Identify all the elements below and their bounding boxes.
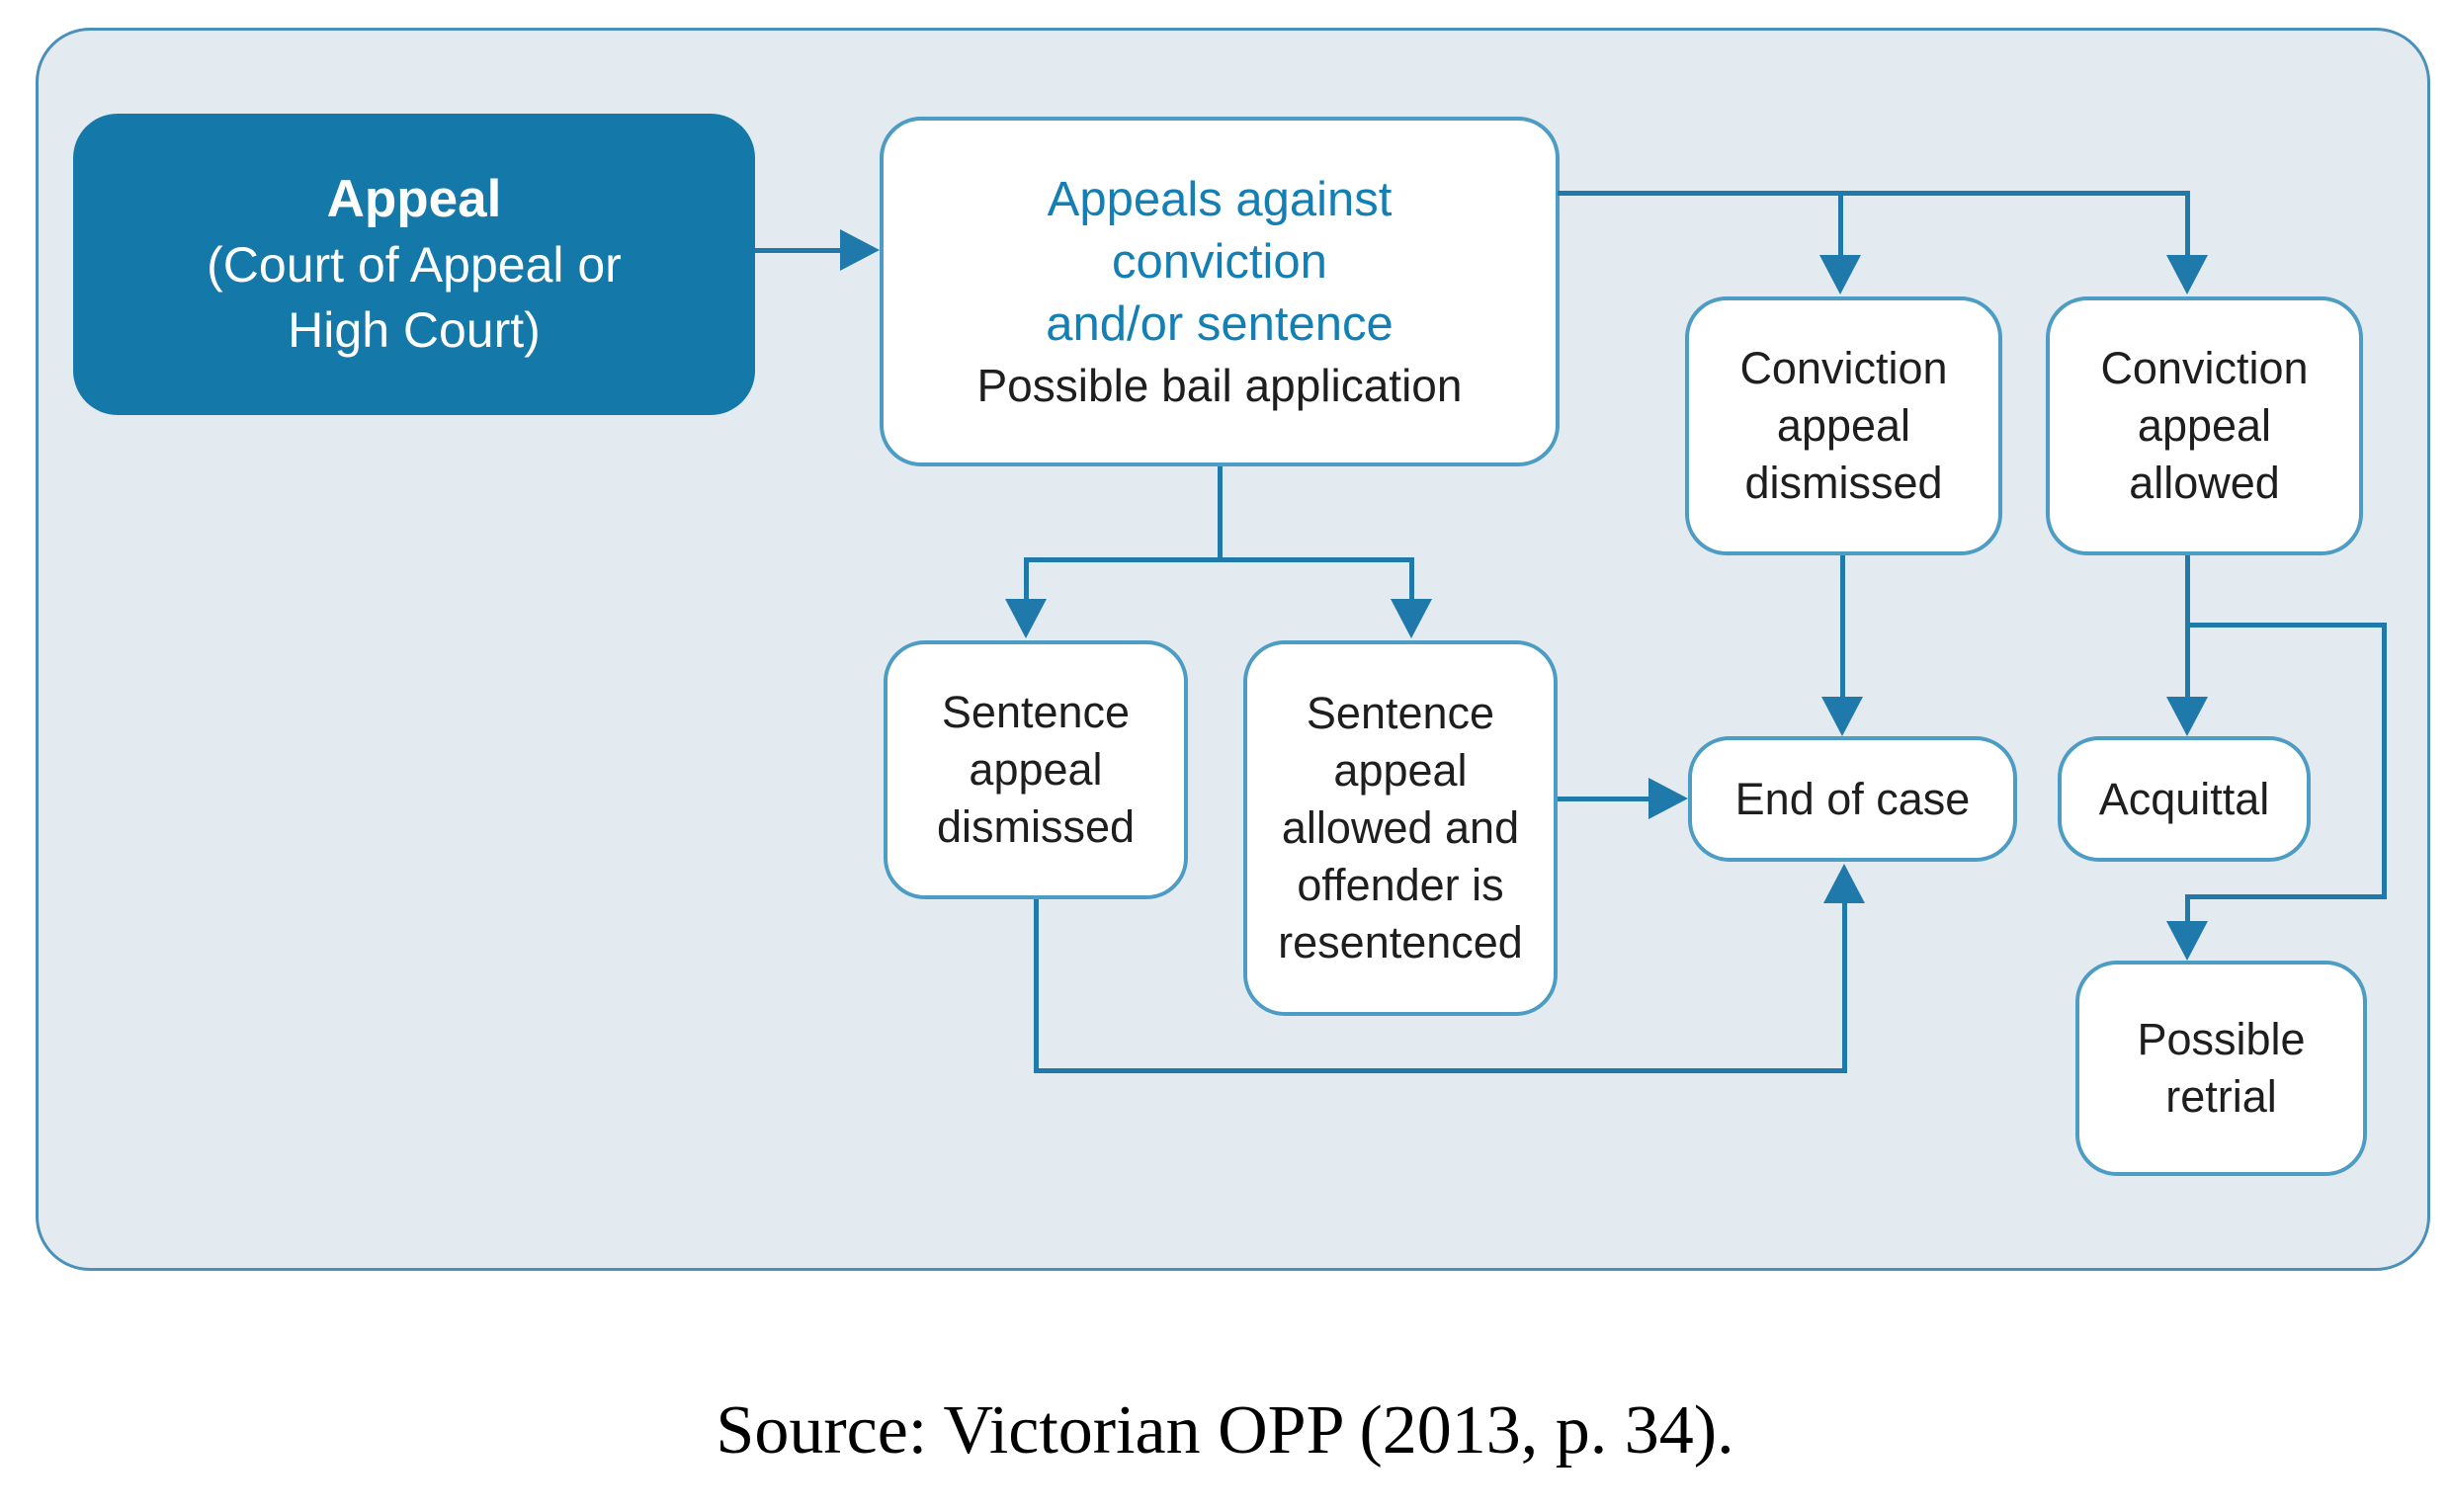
connector-sentence-split xyxy=(1026,557,1414,562)
connector-appeals-bottom-stem xyxy=(1218,466,1223,561)
connector-bottom-run xyxy=(1034,1068,1847,1073)
node-conviction-appeal-dismissed: Conviction appeal dismissed xyxy=(1685,296,2002,555)
connector-convdismissed-to-endofcase xyxy=(1840,555,1845,697)
node-appeals-against-subtitle: Possible bail application xyxy=(976,359,1463,411)
node-end-of-case-label: End of case xyxy=(1734,773,1971,824)
connector-top-line xyxy=(1558,191,2190,196)
connector-conviction-allowed-arrowhead-icon xyxy=(2166,255,2208,294)
connector-endofcase-left-arrowhead-icon xyxy=(1648,778,1688,819)
node-possible-retrial-label: Possible retrial xyxy=(2137,1014,2306,1122)
node-acquittal-label: Acquittal xyxy=(2098,773,2270,824)
node-appeals-against: Appeals against conviction and/or senten… xyxy=(880,117,1560,466)
node-appeal-title: Appeal xyxy=(326,169,502,228)
connector-bypass-top xyxy=(2187,623,2387,628)
connector-sentallowed-to-endofcase xyxy=(1558,797,1648,801)
node-possible-retrial: Possible retrial xyxy=(2075,961,2367,1176)
node-conviction-appeal-dismissed-label: Conviction appeal dismissed xyxy=(1739,343,1948,508)
connector-sentence-allowed-arrowhead-icon xyxy=(1391,599,1432,638)
node-acquittal: Acquittal xyxy=(2058,736,2311,862)
connector-drop-retrial xyxy=(2185,894,2190,924)
node-sentence-appeal-dismissed-label: Sentence appeal dismissed xyxy=(936,687,1136,852)
connector-bypass-right xyxy=(2382,623,2387,899)
source-caption: Source: Victorian OPP (2013, p. 34). xyxy=(716,1392,1734,1469)
connector-endofcase-bottom-arrowhead-icon xyxy=(1823,864,1865,903)
connector-appeal-arrowhead-icon xyxy=(840,229,880,271)
connector-acquittal-arrowhead-icon xyxy=(2166,697,2208,736)
node-sentence-appeal-dismissed: Sentence appeal dismissed xyxy=(884,640,1188,899)
connector-endofcase-top-arrowhead-icon xyxy=(1821,697,1863,736)
node-conviction-appeal-allowed-label: Conviction appeal allowed xyxy=(2100,343,2309,508)
connector-appeal-to-appeals xyxy=(755,248,840,253)
connector-conviction-dismissed-arrowhead-icon xyxy=(1819,255,1861,294)
node-appeal: Appeal (Court of Appeal or High Court) xyxy=(73,114,755,415)
connector-drop-sentence-dismissed xyxy=(1024,557,1029,599)
connector-retrial-arrowhead-icon xyxy=(2166,921,2208,961)
connector-sentence-dismissed-arrowhead-icon xyxy=(1005,599,1047,638)
node-sentence-appeal-allowed: Sentence appeal allowed and offender is … xyxy=(1243,640,1558,1016)
node-conviction-appeal-allowed: Conviction appeal allowed xyxy=(2046,296,2363,555)
connector-drop-conviction-allowed xyxy=(2185,191,2190,255)
node-appeals-against-title: Appeals against conviction and/or senten… xyxy=(1046,172,1394,351)
connector-up-to-endofcase xyxy=(1842,901,1847,1071)
node-appeal-subtitle: (Court of Appeal or High Court) xyxy=(207,236,622,358)
connector-bypass-bottom xyxy=(2187,894,2387,899)
connector-drop-conviction-dismissed xyxy=(1838,191,1843,255)
connector-sentdismissed-down xyxy=(1034,899,1039,1073)
node-sentence-appeal-allowed-label: Sentence appeal allowed and offender is … xyxy=(1278,688,1523,967)
connector-drop-sentence-allowed xyxy=(1409,557,1414,599)
node-end-of-case: End of case xyxy=(1688,736,2017,862)
